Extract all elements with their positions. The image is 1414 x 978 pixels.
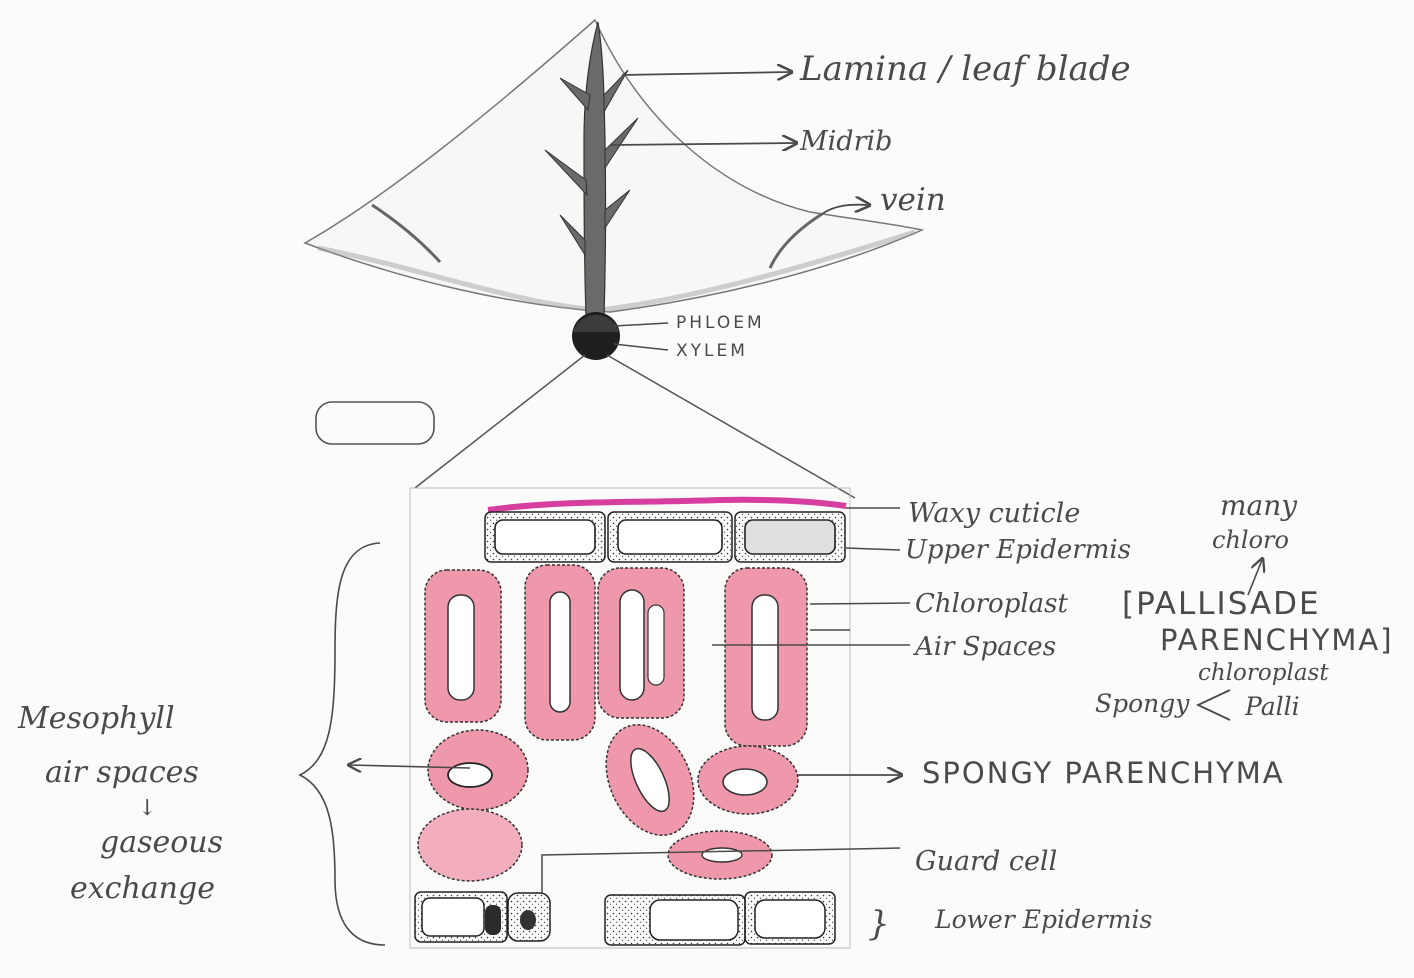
leaf-blade (305, 20, 922, 498)
lower-epidermis-cell-inner (650, 900, 738, 940)
lower-epidermis-brace: } (868, 904, 890, 944)
vein-arrow (822, 205, 868, 214)
lower-epidermis-label: Lower Epidermis (934, 905, 1152, 934)
guard-cell-label: Guard cell (915, 846, 1057, 877)
lower-epidermis-cell-inner (422, 898, 484, 936)
waxy-cuticle-label: Waxy cuticle (908, 498, 1080, 529)
mesophyll-brace (300, 543, 385, 945)
upper-epidermis (485, 512, 845, 562)
upper-epidermis-cell-inner (495, 520, 595, 554)
comparison-symbol (1198, 690, 1230, 720)
cross-section (410, 488, 850, 948)
many-chloro-note-line1: many (1220, 489, 1298, 522)
palisade-parenchyma (425, 565, 807, 746)
lower-epidermis (415, 892, 835, 945)
spongy-cell (698, 746, 798, 814)
upper-epidermis-cell-inner (618, 520, 722, 554)
spongy-parenchyma-label: SPONGY PARENCHYMA (922, 756, 1285, 790)
cross-section-line-right (607, 355, 855, 498)
lower-epidermis-cell-inner (755, 900, 825, 938)
phloem-pointer (614, 323, 668, 326)
spongy-cell (428, 730, 528, 810)
waxy-cuticle (488, 500, 846, 510)
lamina-label: Lamina / leaf blade (799, 49, 1131, 89)
palli-note: Palli (1244, 692, 1300, 721)
midrib-label: Midrib (799, 126, 892, 157)
palisade-label-line2: PARENCHYMA] (1160, 623, 1394, 657)
air-spaces-side-label: air spaces (45, 755, 199, 790)
vein-label: vein (880, 182, 946, 218)
down-arrow-symbol: ↓ (138, 796, 156, 821)
spongy-cell (668, 831, 772, 879)
palisade-cell (598, 568, 684, 718)
many-chloro-note-line2: chloro (1212, 526, 1289, 554)
guard-cell (485, 905, 501, 935)
palisade-cell (725, 568, 807, 746)
spongy-note: Spongy (1095, 689, 1190, 718)
chloroplast-pointer (810, 603, 910, 604)
exchange-label: exchange (70, 871, 215, 906)
xylem-pointer (614, 344, 668, 350)
cross-section-line-left (415, 355, 585, 488)
gaseous-label: gaseous (100, 825, 223, 860)
spongy-cell (589, 711, 711, 850)
palisade-cell (425, 570, 501, 722)
upper-epidermis-cell-inner (745, 520, 835, 554)
palisade-cell (525, 565, 595, 740)
spongy-cell (418, 809, 522, 881)
vascular-bundle-phloem (573, 315, 619, 332)
air-spaces-label: Air Spaces (913, 632, 1056, 662)
upper-epidermis-label: Upper Epidermis (905, 535, 1131, 565)
empty-box (316, 402, 434, 444)
lamina-arrow (622, 72, 790, 75)
upper-epidermis-pointer (846, 548, 900, 550)
chloroplast-label: Chloroplast (915, 589, 1068, 619)
palisade-label-line1: [PALLISADE (1122, 586, 1321, 622)
chloroplast-note: chloroplast (1198, 660, 1329, 686)
phloem-label: PHLOEM (676, 313, 765, 333)
xylem-label: XYLEM (676, 341, 748, 361)
mesophyll-label: Mesophyll (17, 701, 175, 736)
guard-cell-nucleus (520, 910, 536, 930)
